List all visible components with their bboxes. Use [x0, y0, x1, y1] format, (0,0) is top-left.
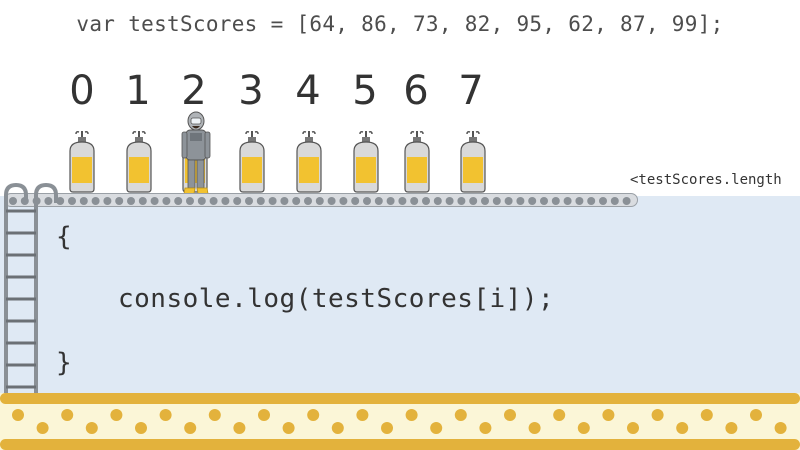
index-row: 0 1 2 3 4 5 6 7: [0, 68, 800, 120]
scuba-tank-icon: [67, 129, 97, 193]
index-2: 2: [181, 68, 207, 114]
length-marker: <testScores.length: [630, 172, 782, 188]
ladder-icon: [0, 182, 62, 395]
array-declaration: var testScores = [64, 86, 73, 82, 95, 62…: [76, 12, 724, 36]
floor-bottom-stripe: [0, 439, 800, 450]
diving-rail: [4, 193, 638, 207]
loop-statement: console.log(testScores[i]);: [118, 284, 555, 314]
scuba-tank-icon: [124, 129, 154, 193]
scuba-tank-icon: [351, 129, 381, 193]
floor-top-stripe: [0, 393, 800, 404]
scuba-tank-icon: [294, 129, 324, 193]
index-4: 4: [295, 68, 321, 114]
index-0: 0: [69, 68, 95, 114]
scuba-tank-icon: [458, 129, 488, 193]
index-1: 1: [125, 68, 151, 114]
scuba-tank-icon: [402, 129, 432, 193]
index-7: 7: [458, 68, 484, 114]
index-6: 6: [403, 68, 429, 114]
index-3: 3: [238, 68, 264, 114]
pool-water: [0, 196, 800, 396]
loop-close-brace: }: [56, 348, 72, 378]
scuba-tank-icon: [237, 129, 267, 193]
index-5: 5: [352, 68, 378, 114]
diver-figure: [176, 111, 216, 201]
loop-open-brace: {: [56, 222, 72, 252]
pool-floor: [0, 393, 800, 450]
